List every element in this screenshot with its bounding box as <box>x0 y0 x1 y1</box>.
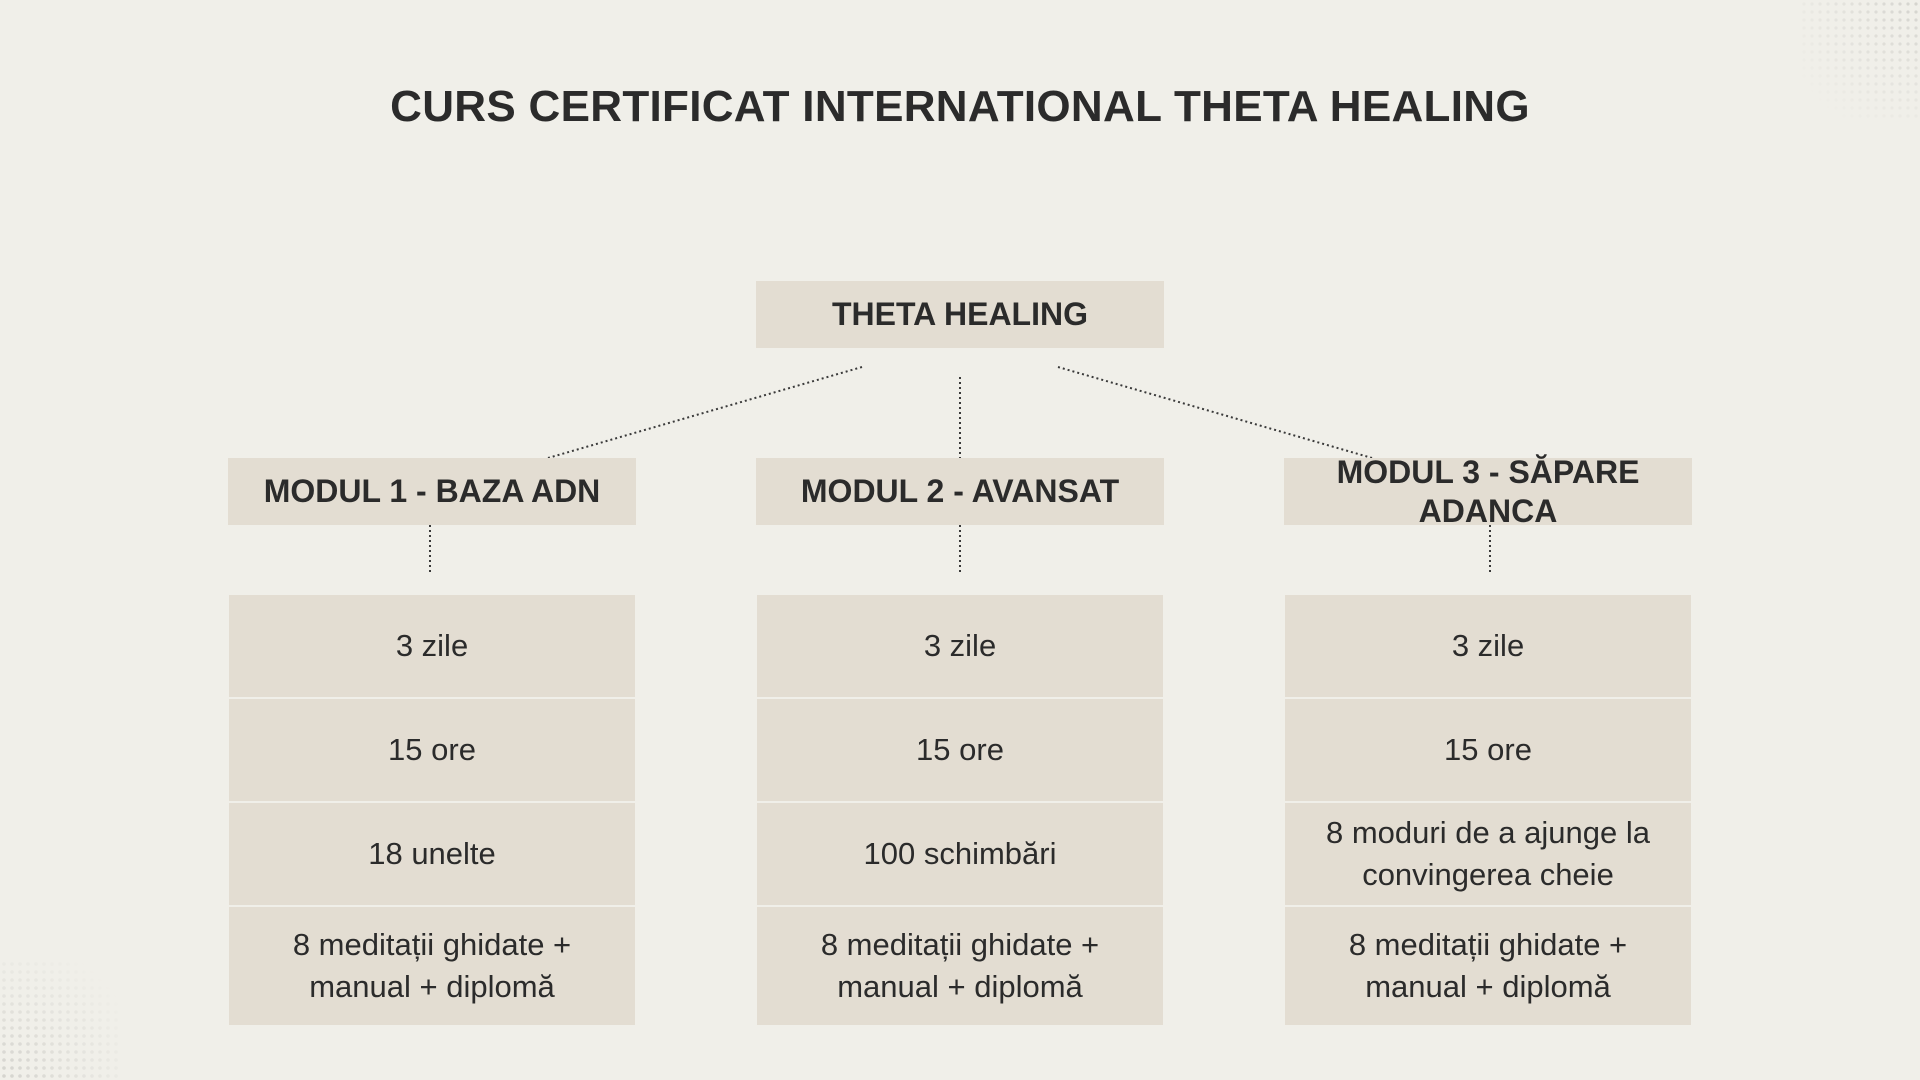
module-3-box: MODUL 3 - SĂPARE ADANCA <box>1284 454 1692 529</box>
module-3-methods: 8 moduri de a ajunge la convingerea chei… <box>1285 803 1691 907</box>
halftone-dots-bottom-left <box>0 960 120 1080</box>
module-3-extras: 8 meditații ghidate + manual + diplomă <box>1285 907 1691 1025</box>
halftone-dots-top-right <box>1800 0 1920 120</box>
connector-root-to-module-1 <box>547 366 863 459</box>
module-3-days: 3 zile <box>1285 595 1691 699</box>
module-2-extras: 8 meditații ghidate + manual + diplomă <box>757 907 1163 1025</box>
module-1-extras: 8 meditații ghidate + manual + diplomă <box>229 907 635 1025</box>
connector-root-to-module-3 <box>1057 366 1373 459</box>
module-1-box: MODUL 1 - BAZA ADN <box>228 458 636 525</box>
module-1-hours: 15 ore <box>229 699 635 803</box>
module-3-hours: 15 ore <box>1285 699 1691 803</box>
module-2-days: 3 zile <box>757 595 1163 699</box>
module-2-hours: 15 ore <box>757 699 1163 803</box>
root-node-theta-healing: THETA HEALING <box>756 281 1164 348</box>
module-1-details: 3 zile 15 ore 18 unelte 8 meditații ghid… <box>229 595 635 1025</box>
module-1-days: 3 zile <box>229 595 635 699</box>
module-1-tools: 18 unelte <box>229 803 635 907</box>
page-title: CURS CERTIFICAT INTERNATIONAL THETA HEAL… <box>390 82 1530 131</box>
module-2-changes: 100 schimbări <box>757 803 1163 907</box>
module-2-box: MODUL 2 - AVANSAT <box>756 458 1164 525</box>
module-2-details: 3 zile 15 ore 100 schimbări 8 meditații … <box>757 595 1163 1025</box>
module-3-details: 3 zile 15 ore 8 moduri de a ajunge la co… <box>1285 595 1691 1025</box>
